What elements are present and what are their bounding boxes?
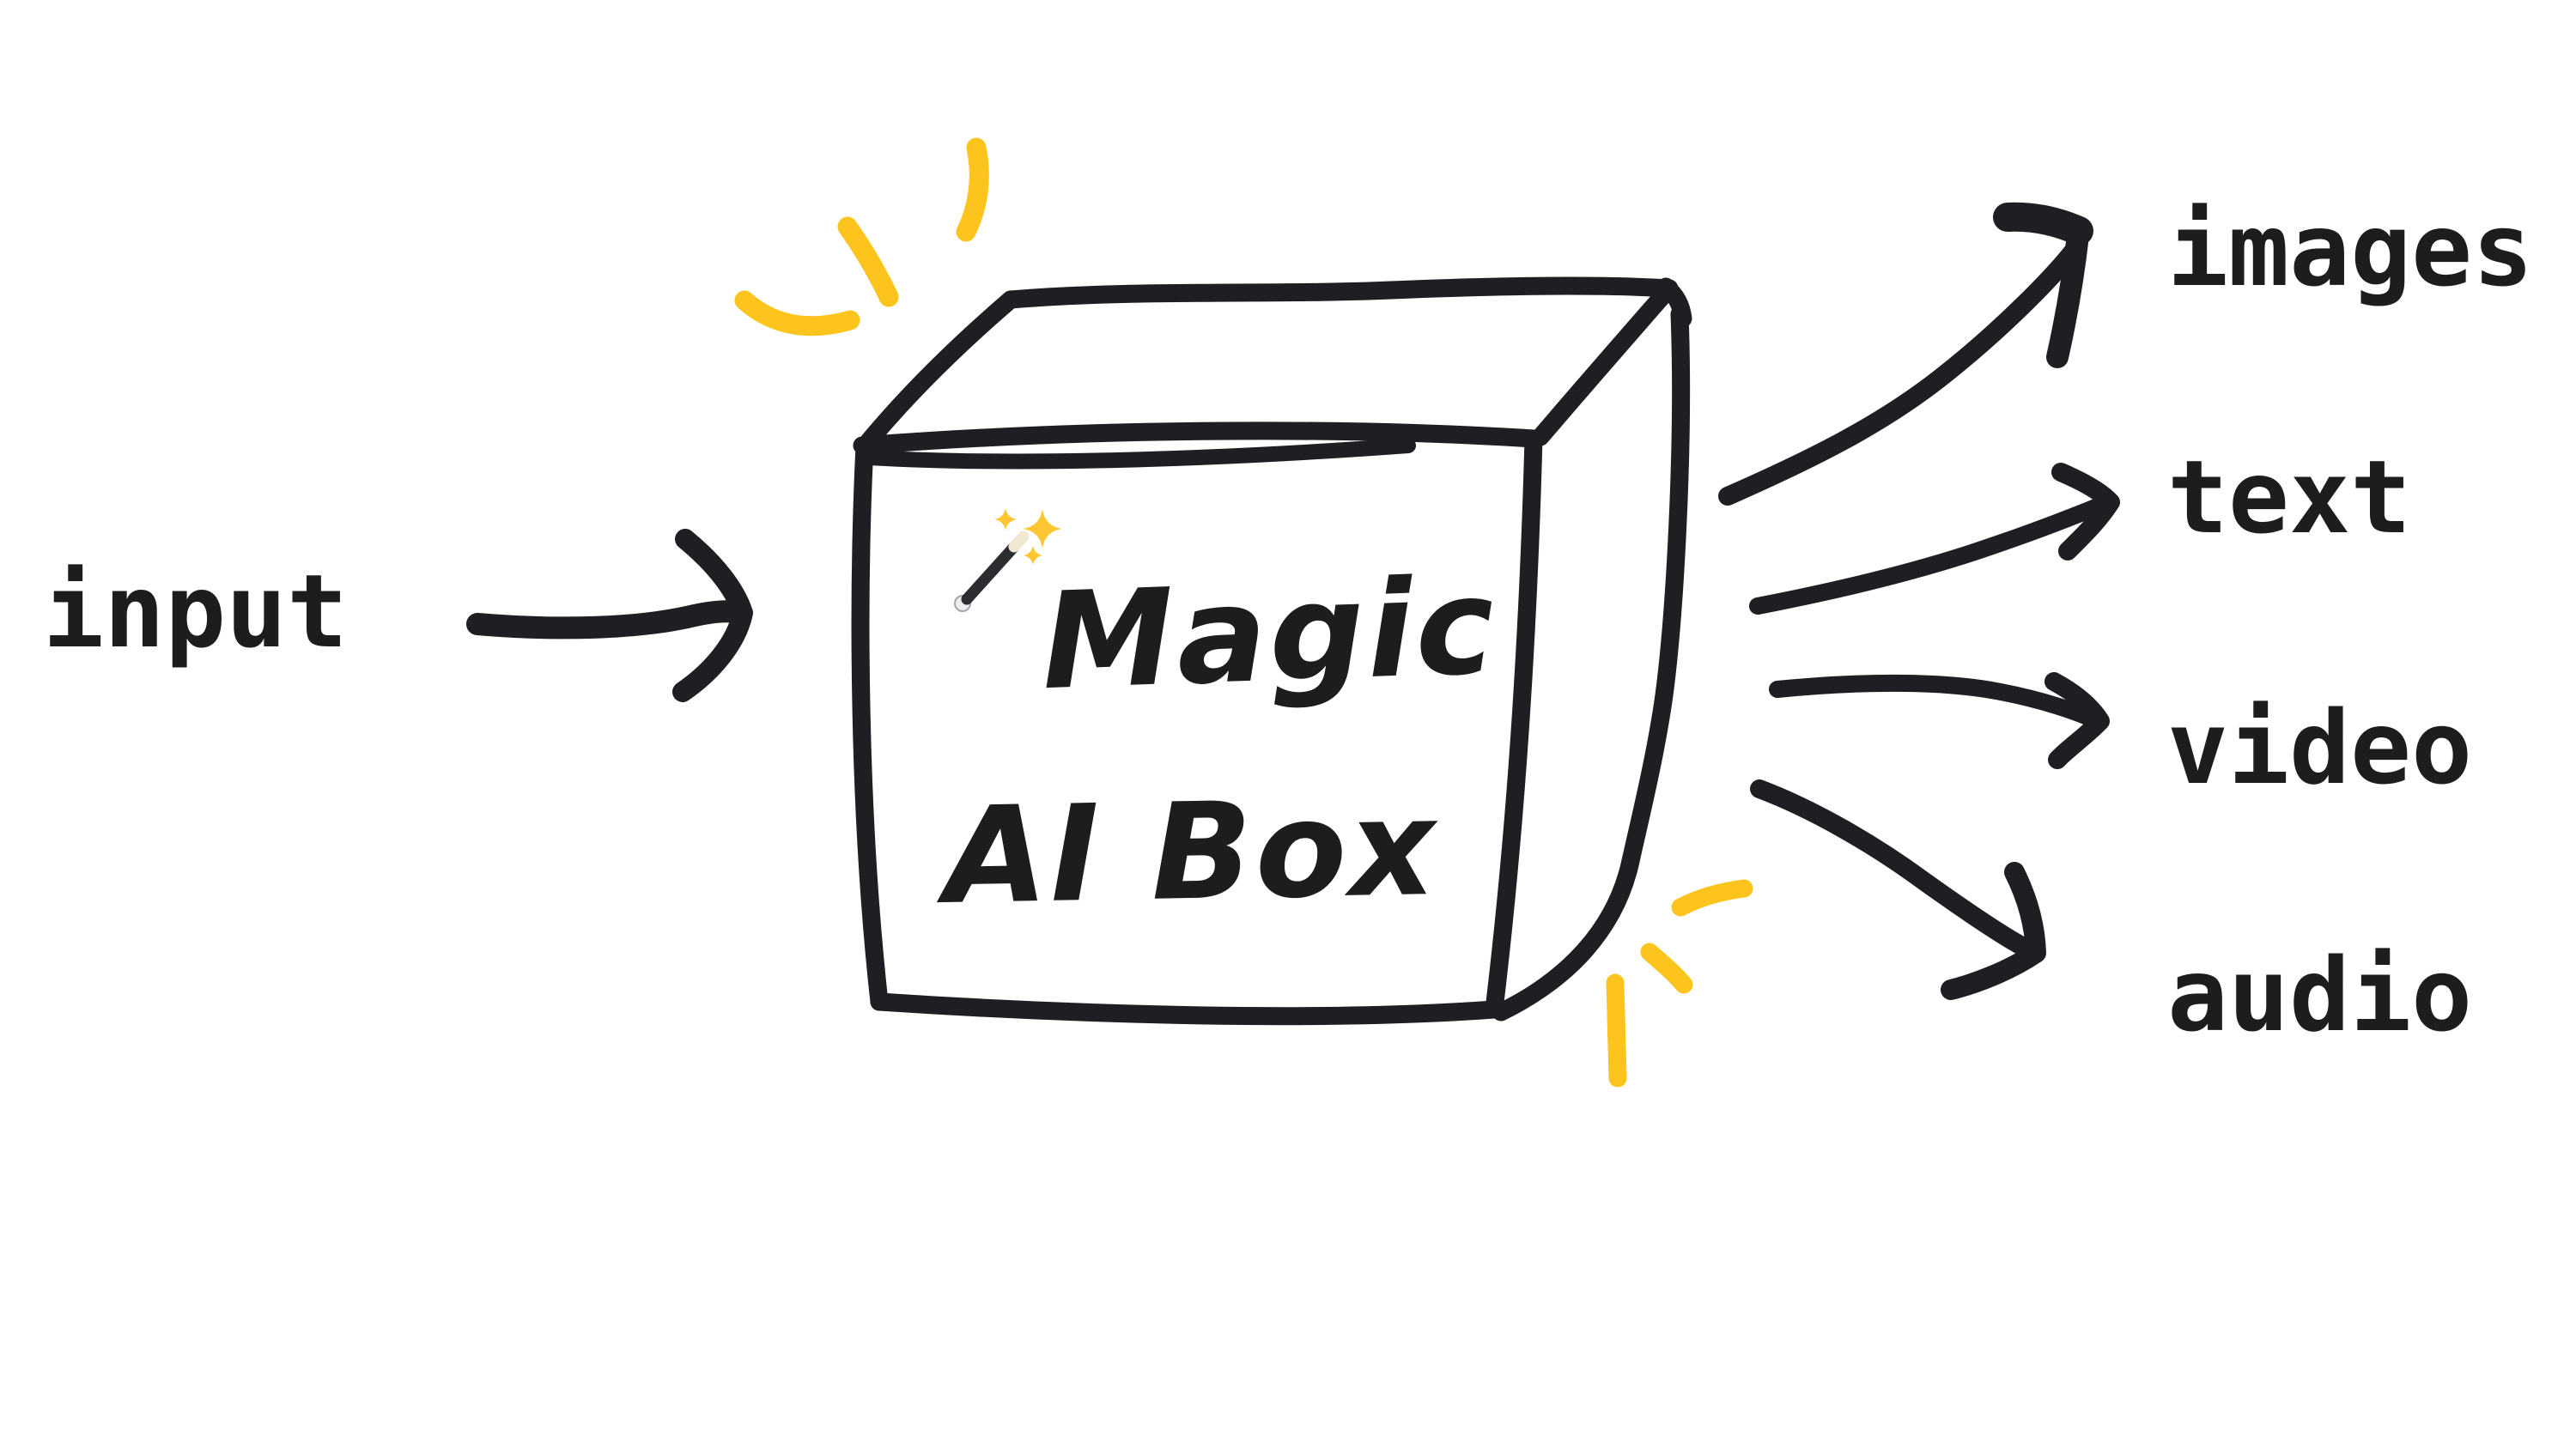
arrow-head [1941,862,2046,1000]
output-arrows [1718,202,2120,1000]
box-title-line2: AI Box [933,770,1439,934]
sparkle-ray [837,216,899,307]
arrow-head [672,529,753,702]
sparkle-ray [734,290,860,336]
sparkle-star-large [1023,509,1062,549]
sparkle-burst-top-left [734,137,989,336]
arrow-shaft [466,600,746,640]
magic-ai-box: Magic AI Box [851,276,1692,1026]
box-top-back-edge [1001,276,1679,309]
box-front-left-edge [851,436,889,1011]
wand-rod [961,541,1020,605]
box-top-left-edge [854,290,1020,457]
output-labels: images text video audio [2167,191,2533,1054]
arrow-shaft [1718,238,2086,506]
arrow-head-bar [1993,202,2093,246]
box-right-outer-edge [1621,305,1691,870]
sparkle-ray [956,137,989,242]
output-label-video: video [2167,688,2472,807]
box-front-top-edge [853,421,1543,455]
box-front-top-edge-double [861,438,1416,470]
sparkle-star-small [994,508,1017,530]
magic-wand-icon [954,508,1062,612]
box-right-bottom-edge [1492,852,1640,1022]
arrow-shaft [1750,779,2038,959]
sparkle-ray [1606,973,1627,1088]
input-label: input [43,552,348,670]
input-arrow [466,529,753,702]
sparkle-ray [1640,943,1693,994]
arrow-head-leg [2046,224,2089,368]
box-top-right-edge [1531,279,1679,446]
arrow-to-video [1769,672,2110,769]
box-front-right-edge [1485,429,1543,1019]
arrow-shaft [1749,496,2111,615]
output-label-text: text [2167,438,2411,556]
arrow-to-images [1718,202,2093,506]
wand-tip [1008,530,1030,553]
sparkle-star-tiny [1024,546,1042,565]
sparkle-burst-bottom-right [1606,879,1753,1088]
box-front-bottom-edge [870,992,1504,1026]
arrow-head [2051,463,2120,561]
arrow-to-audio [1750,779,2046,1000]
arrow-head [2044,672,2110,769]
arrow-shaft [1769,674,2102,728]
arrow-to-text [1749,463,2120,615]
output-label-audio: audio [2167,936,2472,1054]
input-section: input [43,529,753,702]
sparkle-ray [1671,879,1753,917]
output-label-images: images [2167,191,2533,309]
box-title-line1: Magic [1039,549,1499,719]
